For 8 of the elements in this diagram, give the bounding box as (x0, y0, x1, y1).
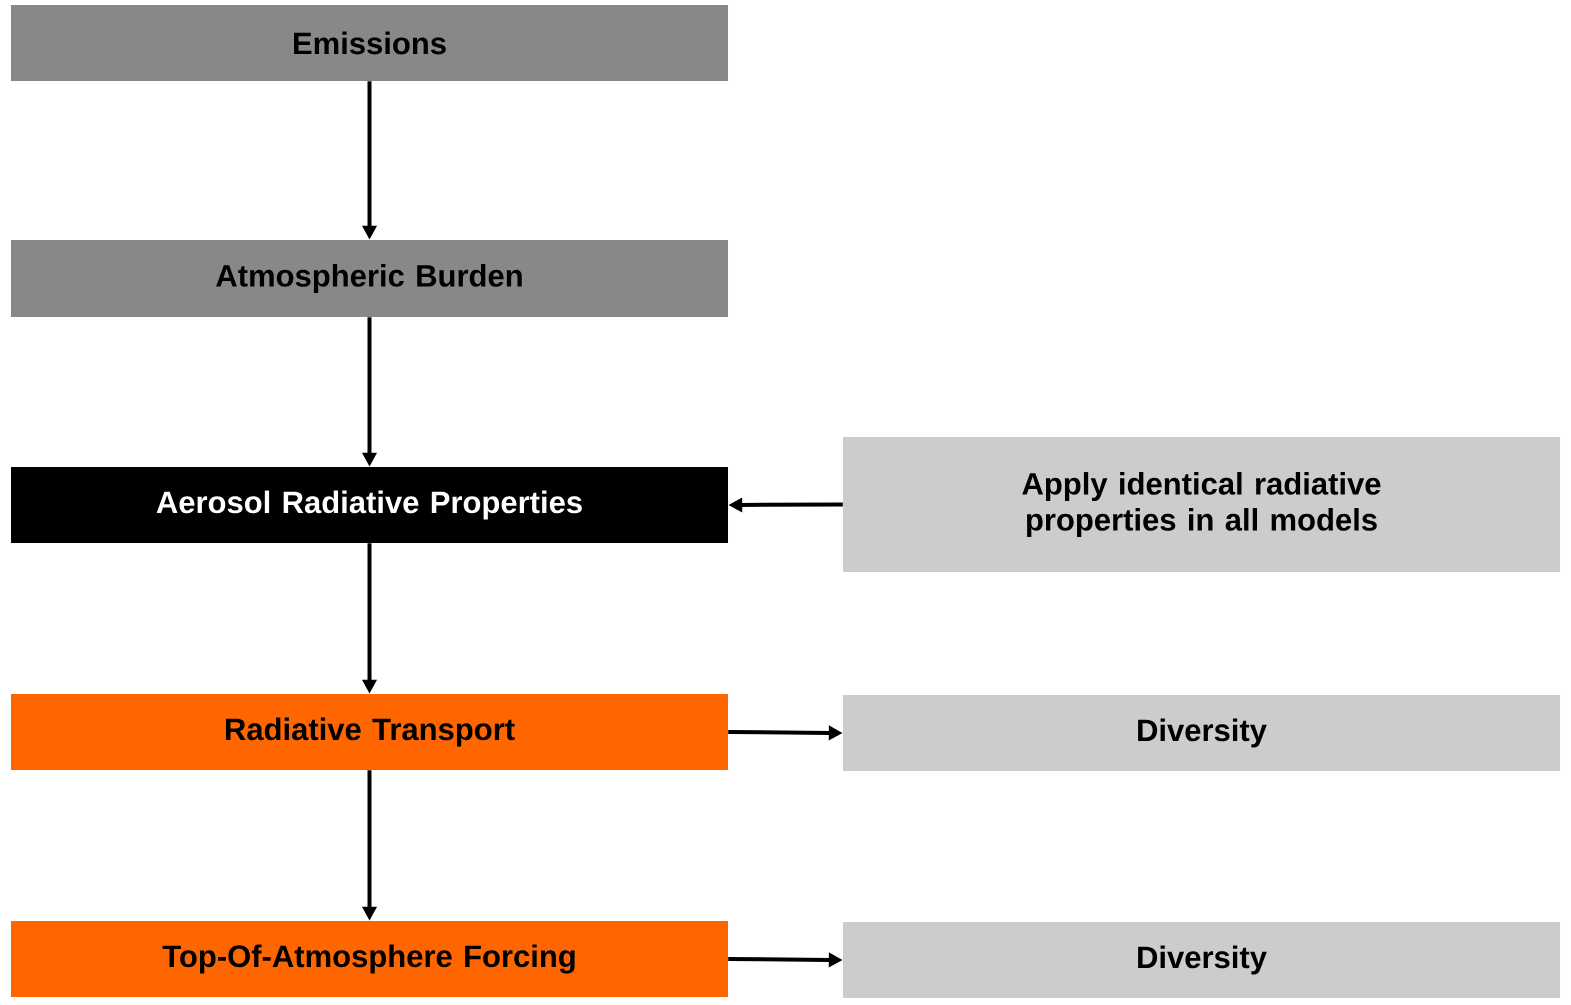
process-box: Radiative Transport (11, 694, 728, 770)
process-box: Atmospheric Burden (11, 240, 728, 317)
process-box: Emissions (11, 5, 728, 81)
process-box: Diversity (843, 695, 1560, 771)
process-box: Top-Of-Atmosphere Forcing (11, 921, 728, 997)
process-box: Apply identical radiative properties in all models (843, 437, 1560, 572)
process-box: Aerosol Radiative Properties (11, 467, 728, 543)
process-box: Diversity (843, 922, 1560, 998)
